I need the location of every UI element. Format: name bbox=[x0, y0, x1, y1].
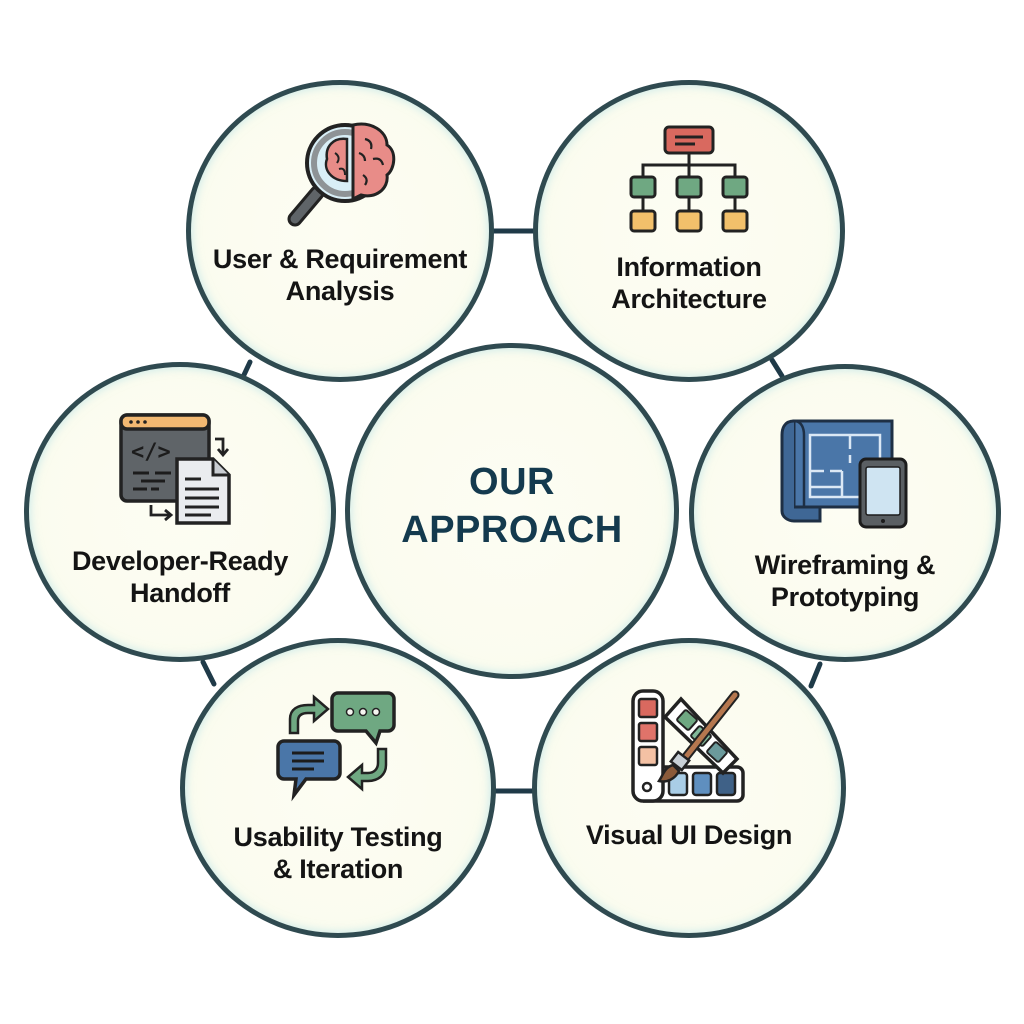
color-palette-brush-icon bbox=[631, 689, 745, 803]
node-label: Usability Testing bbox=[233, 822, 443, 852]
code-window-document-icon: </> bbox=[119, 413, 231, 525]
node-label: Visual UI Design bbox=[585, 820, 793, 850]
magnifier-brain-icon bbox=[287, 122, 396, 227]
node-usability-testing-iteration: Usability Testing & Iteration bbox=[180, 638, 496, 938]
svg-text:</>: </> bbox=[131, 440, 171, 465]
node-developer-ready-handoff: </> Developer-Ready Handoff bbox=[24, 362, 336, 662]
center-node-our-approach: OUR APPROACH bbox=[345, 343, 679, 679]
center-title-line1: OUR bbox=[469, 461, 555, 503]
node-label: Analysis bbox=[285, 276, 395, 306]
sitemap-hierarchy-icon bbox=[629, 125, 749, 233]
connector-right-bottomright bbox=[808, 661, 823, 689]
connector-left-bottomleft bbox=[200, 659, 217, 687]
node-label: Architecture bbox=[611, 284, 767, 314]
blueprint-tablet-icon bbox=[780, 419, 908, 529]
node-label: Information bbox=[616, 252, 762, 282]
node-label: User & Requirement bbox=[212, 244, 468, 274]
node-label: Handoff bbox=[130, 578, 230, 608]
center-title-line2: APPROACH bbox=[401, 509, 623, 551]
node-visual-ui-design: Visual UI Design bbox=[532, 638, 846, 938]
node-label: & Iteration bbox=[272, 854, 404, 884]
connector-topright-right bbox=[769, 357, 785, 379]
node-label: Wireframing & bbox=[754, 550, 936, 580]
node-information-architecture: Information Architecture bbox=[533, 80, 845, 382]
node-wireframing-prototyping: Wireframing & Prototyping bbox=[689, 364, 1001, 662]
node-label: Developer-Ready bbox=[71, 546, 289, 576]
feedback-chat-cycle-icon bbox=[276, 691, 396, 802]
node-user-requirement-analysis: User & Requirement Analysis bbox=[186, 80, 494, 382]
node-label: Prototyping bbox=[770, 582, 920, 612]
